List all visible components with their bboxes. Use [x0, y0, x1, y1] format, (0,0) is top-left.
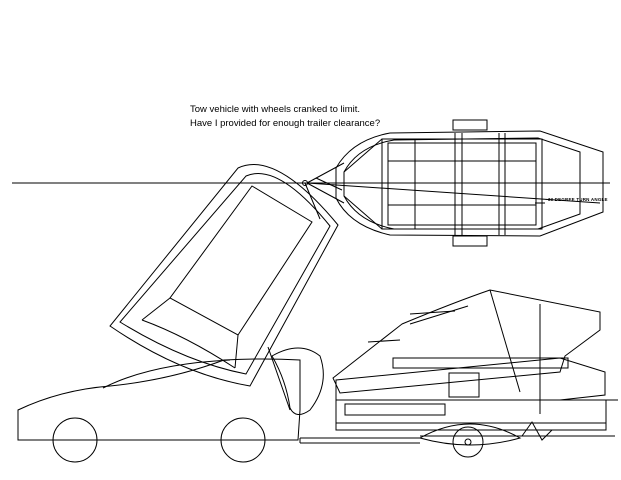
- trailer-tongue-brace: [316, 178, 342, 190]
- canopy-ridge-line: [410, 306, 468, 324]
- frame-brace-upper: [344, 139, 382, 172]
- trailer-tongue-lower: [307, 183, 344, 203]
- frame-brace-lower: [344, 196, 382, 229]
- tow-vehicle-windshield-right: [235, 335, 238, 368]
- tow-vehicle-beltline: [103, 360, 230, 388]
- trailer-top-inner-outline: [344, 138, 580, 229]
- hitch-link: [305, 183, 320, 219]
- canopy-rafter-1: [368, 340, 400, 342]
- tow-vehicle-top-view: [110, 165, 338, 386]
- trailer-fender-side: [420, 424, 520, 445]
- trailer-box-top: [336, 358, 605, 400]
- fender-bottom: [453, 236, 487, 246]
- tow-vehicle-top-inner-outline: [120, 173, 330, 374]
- trailer-tongue-upper: [307, 163, 344, 183]
- tow-vehicle-hood-line: [142, 320, 235, 368]
- trailer-roof-strip: [393, 358, 568, 368]
- canopy-rafter-3: [490, 290, 520, 392]
- canopy-rafter-2: [410, 311, 455, 314]
- tow-vehicle-side-view: [18, 347, 323, 462]
- tow-vehicle-top-outline: [110, 165, 338, 386]
- tow-vehicle-windshield-left: [142, 298, 170, 320]
- trailer-wheel-hub: [465, 439, 471, 445]
- trailer-door: [449, 373, 479, 397]
- fender-top: [453, 120, 487, 130]
- trailer-top-view: [307, 120, 603, 246]
- tow-vehicle-open-hatch: [272, 348, 323, 415]
- trailer-box-lower: [336, 400, 606, 430]
- trailer-top-outline: [336, 131, 603, 236]
- tow-vehicle-rear-wheel: [221, 418, 265, 462]
- annotation-line-2: Have I provided for enough trailer clear…: [190, 118, 381, 129]
- trailer-canopy-outline: [333, 290, 600, 393]
- tow-vehicle-body: [18, 359, 300, 440]
- hatch-strut: [268, 347, 290, 410]
- trailer-centerline: [307, 183, 600, 203]
- trailer-storage-panel: [345, 404, 445, 415]
- trailer-wheel: [453, 427, 483, 457]
- tow-vehicle-front-wheel: [53, 418, 97, 462]
- rear-jack-stand: [522, 422, 552, 440]
- annotation-line-1: Tow vehicle with wheels cranked to limit…: [190, 104, 361, 115]
- trailer-side-view: [333, 290, 618, 457]
- turn-angle-label: ~33 DEGREE TURN ANGLE: [545, 197, 608, 202]
- tow-vehicle-roof-panel: [170, 186, 312, 335]
